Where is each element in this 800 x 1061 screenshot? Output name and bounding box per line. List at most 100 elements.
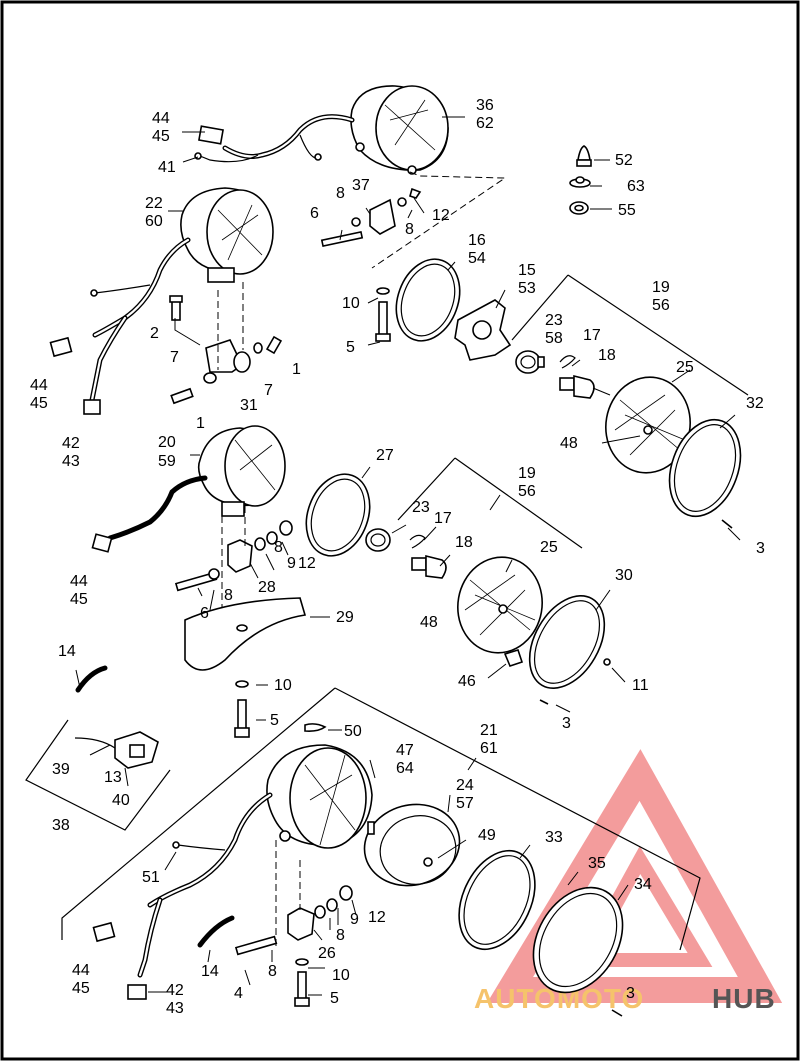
callout-19: 19 (652, 279, 670, 296)
bracket-31 (169, 295, 283, 405)
bulb-18-upper (559, 374, 595, 399)
jumper-harness-14-upper (75, 665, 108, 693)
callout-57: 57 (456, 795, 474, 812)
callout-60: 60 (145, 213, 163, 230)
callout-16: 16 (468, 232, 486, 249)
grommet-55 (569, 201, 589, 215)
mount-block-26 (234, 885, 353, 956)
screw-3-middle (539, 699, 549, 705)
wiring-harness-41 (194, 114, 355, 163)
callout-45: 45 (72, 980, 90, 997)
callout-62: 62 (476, 115, 494, 132)
callout-25: 25 (540, 539, 558, 556)
callout-33: 33 (545, 829, 563, 846)
callout-29: 29 (336, 609, 354, 626)
callout-11: 11 (632, 677, 649, 694)
callout-43: 43 (62, 453, 80, 470)
watermark-brand-part2: HUB (712, 983, 776, 1014)
callout-26: 26 (318, 945, 336, 962)
bulb-18-lower (411, 554, 447, 579)
callout-6: 6 (310, 205, 319, 222)
callout-45: 45 (30, 395, 48, 412)
callout-10: 10 (274, 677, 292, 694)
callout-5: 5 (330, 990, 339, 1007)
headlamp-housing-36 (350, 85, 449, 175)
callout-15: 15 (518, 262, 536, 279)
sealed-beam-25-lower (457, 556, 543, 654)
callout-36: 36 (476, 97, 494, 114)
callout-4: 4 (234, 985, 243, 1002)
adjuster-46 (503, 649, 524, 667)
callout-48: 48 (560, 435, 578, 452)
callout-46: 46 (458, 673, 476, 690)
headlamp-housing-47 (266, 744, 373, 849)
callout-63: 63 (627, 178, 645, 195)
callout-10: 10 (342, 295, 360, 312)
group-bracket-21 (61, 687, 701, 951)
callout-27: 27 (376, 447, 394, 464)
callout-7: 7 (170, 349, 179, 366)
wiring-harness-47 (92, 792, 273, 1000)
headlamp-housing-20 (197, 425, 286, 517)
callout-64: 64 (396, 760, 414, 777)
callout-8: 8 (224, 587, 233, 604)
watermark-triangle-outer (486, 749, 783, 1003)
mount-bracket-37 (320, 187, 422, 248)
callout-56: 56 (518, 483, 536, 500)
group-bracket-19-upper (511, 274, 749, 396)
callout-12: 12 (432, 207, 450, 224)
callout-7: 7 (264, 382, 273, 399)
callout-45: 45 (152, 128, 170, 145)
callout-13: 13 (104, 769, 122, 786)
callout-8: 8 (405, 221, 414, 238)
callout-5: 5 (270, 712, 279, 729)
callout-3: 3 (756, 540, 765, 557)
callout-31: 31 (240, 397, 258, 414)
callout-30: 30 (615, 567, 633, 584)
callout-42: 42 (62, 435, 80, 452)
callout-53: 53 (518, 280, 536, 297)
sealed-beam-24 (363, 803, 461, 887)
headlamp-housing-22 (180, 187, 274, 283)
callout-44: 44 (30, 377, 48, 394)
callout-10: 10 (332, 967, 350, 984)
callout-9: 9 (287, 555, 296, 572)
callout-12: 12 (368, 909, 386, 926)
callout-37: 37 (352, 177, 370, 194)
assembly-dash-line-top (371, 171, 507, 269)
callout-28: 28 (258, 579, 276, 596)
callout-56: 56 (652, 297, 670, 314)
callout-8: 8 (336, 927, 345, 944)
callout-45: 45 (70, 591, 88, 608)
callout-1: 1 (292, 361, 301, 378)
jumper-harness-14-lower (197, 915, 235, 948)
group-bracket-19-lower (397, 457, 583, 549)
callout-20: 20 (158, 434, 176, 451)
callout-14: 14 (58, 643, 76, 660)
leader-line-2 (174, 318, 201, 346)
callout-8: 8 (336, 185, 345, 202)
callout-5: 5 (346, 339, 355, 356)
assembly-dash-line-mid (217, 282, 244, 370)
callout-6: 6 (200, 605, 209, 622)
spring-clip-17-upper (559, 355, 576, 369)
callout-59: 59 (158, 453, 176, 470)
callout-54: 54 (468, 250, 486, 267)
trim-ring-32 (668, 418, 742, 518)
callout-38: 38 (52, 817, 70, 834)
callout-58: 58 (545, 330, 563, 347)
screw-5-middle (234, 680, 250, 738)
retaining-ring-16 (395, 258, 461, 342)
screw-5-upper (375, 287, 391, 342)
callout-21: 21 (480, 722, 498, 739)
callout-23: 23 (412, 499, 430, 516)
bulb-52 (576, 145, 592, 167)
callout-9: 9 (350, 911, 359, 928)
assembly-dash-line-lower (275, 840, 301, 950)
callout-34: 34 (634, 876, 652, 893)
mount-plate-15 (454, 299, 512, 361)
spring-clip-17-lower (409, 534, 426, 549)
callout-35: 35 (588, 855, 606, 872)
